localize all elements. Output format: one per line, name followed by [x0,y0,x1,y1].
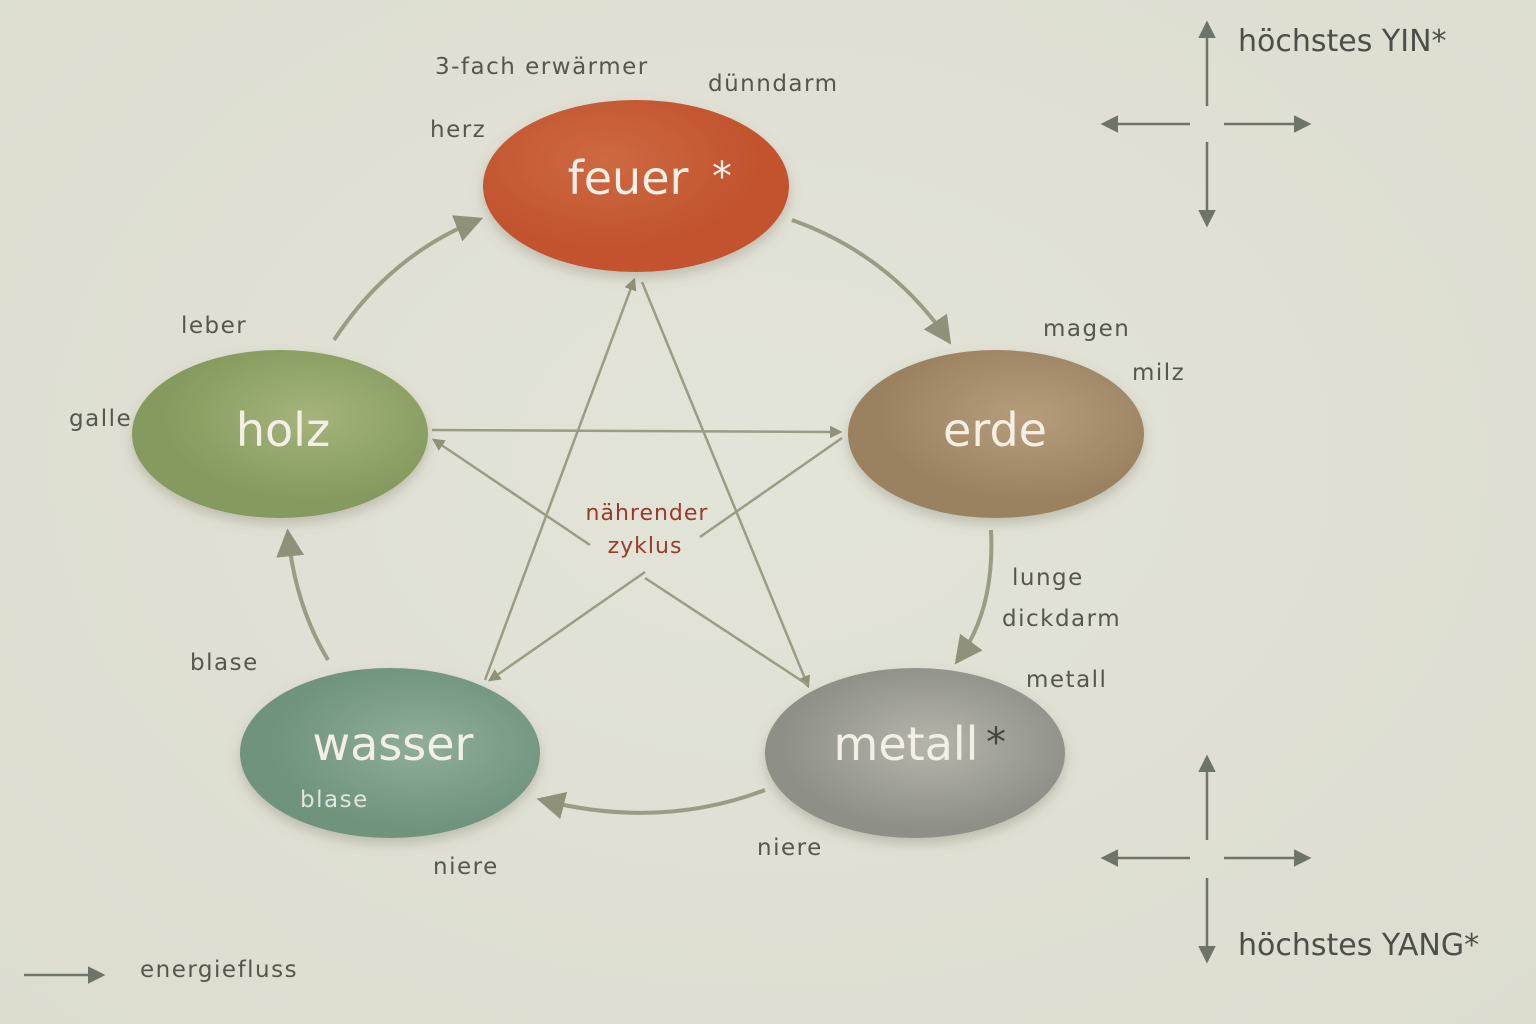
element-wasser: wasser blase [240,668,540,838]
organ-labels: 3-fach erwärmer dünndarm herz leber gall… [69,54,1185,880]
holz-ellipse [132,350,428,518]
arc-wasser-holz [276,528,330,662]
wasser-ellipse [240,668,540,838]
element-metall: metall * [765,668,1065,838]
organ-metal-note: metall [1026,667,1107,693]
organ-lung: lunge [1012,565,1084,591]
arrow-erde-wasser [490,436,843,680]
erde-label: erde [943,403,1047,457]
legend-label: energiefluss [140,957,298,983]
element-feuer: feuer * [483,100,789,272]
yin-arrow-cross-icon [1100,20,1312,228]
organ-heart: herz [430,117,486,143]
metall-label: metall [834,717,979,771]
arc-feuer-erde [791,218,952,345]
center-label-line2: zyklus [608,534,683,559]
arc-holz-feuer [332,215,484,342]
organ-liver: leber [181,313,247,339]
feuer-asterisk: * [712,154,732,200]
organ-stomach: magen [1043,316,1130,342]
organ-bladder: blase [190,650,259,676]
yang-label: höchstes YANG* [1238,928,1479,963]
element-erde: erde [848,350,1144,518]
metall-ellipse [765,668,1065,838]
feuer-label: feuer [568,151,689,205]
arrow-wasser-feuer [483,277,637,681]
organ-large-intestine: dickdarm [1002,606,1121,632]
arc-erde-metall [954,529,994,665]
metall-asterisk: * [986,720,1006,766]
generating-cycle-arcs [276,215,994,820]
arc-metall-wasser [536,788,766,820]
control-cycle-lines [431,277,843,689]
organ-gall: galle [69,406,132,432]
erde-ellipse [848,350,1144,518]
yin-label: höchstes YIN* [1238,24,1447,59]
wasser-label: wasser [313,717,474,771]
organ-small-intestine: dünndarm [708,71,838,97]
arrow-feuer-metall [640,281,810,689]
organ-kidney-left: niere [433,854,499,880]
center-label-line1: nährender [586,501,709,526]
organ-kidney-right: niere [757,835,823,861]
organ-spleen: milz [1132,360,1185,386]
yang-arrow-cross-icon [1100,754,1312,964]
feuer-ellipse [483,100,789,272]
arrow-holz-erde [431,425,843,439]
wasser-sublabel: blase [300,787,369,813]
organ-three-heater: 3-fach erwärmer [435,54,649,80]
arrow-metall-holz [434,440,809,687]
holz-label: holz [236,403,330,457]
element-holz: holz [132,350,428,518]
